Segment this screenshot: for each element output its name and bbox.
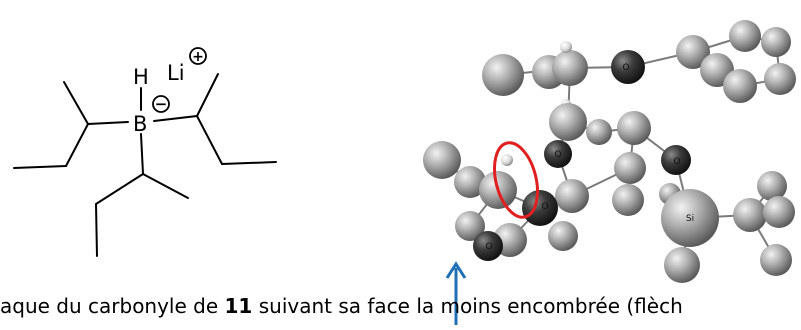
charge-plus-label: + xyxy=(192,49,204,65)
carbon-atom xyxy=(555,179,589,213)
oxygen-label: O xyxy=(485,242,492,252)
caption-text-before: aque du carbonyle de xyxy=(0,294,225,318)
carbon-atom xyxy=(733,198,767,232)
bond xyxy=(95,173,144,205)
model-atoms xyxy=(423,20,796,283)
oxygen-atom xyxy=(522,190,558,226)
carbon-atom xyxy=(764,63,796,95)
hydrogen-atom xyxy=(560,41,572,53)
atom-h-label: H xyxy=(133,65,149,89)
carbon-atom xyxy=(757,171,787,201)
carbon-atom xyxy=(552,50,588,86)
carbon-atom xyxy=(614,152,646,184)
negative-charge-icon xyxy=(152,95,170,113)
carbon-atom xyxy=(423,141,461,179)
bond xyxy=(95,203,98,257)
positive-charge-icon xyxy=(189,47,207,65)
highlight-ellipse xyxy=(493,141,539,219)
bond xyxy=(196,73,219,117)
carbon-atom xyxy=(729,20,761,52)
silicon-atom xyxy=(661,189,719,247)
carbon-atom xyxy=(676,35,710,69)
skeletal-structure xyxy=(13,73,277,257)
carbon-atom xyxy=(612,184,644,216)
charge-minus-label: − xyxy=(155,95,168,113)
oxygen-label: O xyxy=(622,63,629,73)
oxygen-label: O xyxy=(541,202,548,212)
bond xyxy=(65,123,89,167)
carbon-atom xyxy=(548,221,578,251)
molecular-model: O O O O O Si xyxy=(423,20,796,283)
carbon-atom xyxy=(586,119,612,145)
hydrogen-atom xyxy=(501,154,513,166)
bond xyxy=(140,133,144,175)
bond xyxy=(153,115,198,122)
carbon-atom xyxy=(455,211,485,241)
carbon-atom xyxy=(454,166,486,198)
bond xyxy=(142,173,189,199)
oxygen-atom xyxy=(611,50,645,84)
compound-number: 11 xyxy=(224,294,253,318)
bond xyxy=(196,115,223,165)
carbon-atom xyxy=(482,54,524,96)
bond xyxy=(13,165,67,169)
model-labels: O O O O O Si xyxy=(485,63,694,252)
carbon-atom xyxy=(617,111,651,145)
oxygen-atom xyxy=(661,145,691,175)
attack-arrow xyxy=(445,261,467,325)
silicon-label: Si xyxy=(686,214,694,224)
carbon-atom xyxy=(761,27,791,57)
carbon-atom xyxy=(723,69,757,103)
bond xyxy=(63,81,89,125)
bond xyxy=(221,161,277,165)
carbon-atom xyxy=(763,196,795,228)
oxygen-label: O xyxy=(673,157,680,167)
figure-caption: aque du carbonyle de 11 suivant sa face … xyxy=(0,291,801,321)
bond xyxy=(87,121,129,125)
oxygen-atom xyxy=(544,140,572,168)
structure-labels: H B Li + − xyxy=(133,47,207,136)
carbon-atom xyxy=(760,244,792,276)
caption-text-after: suivant sa face la moins encombrée (flèc… xyxy=(252,294,683,318)
carbon-atom xyxy=(664,247,700,283)
atom-b-label: B xyxy=(133,112,147,136)
oxygen-atom xyxy=(473,231,503,261)
carbon-atom xyxy=(549,103,587,141)
oxygen-label: O xyxy=(554,150,561,160)
counter-ion-label: Li xyxy=(167,61,185,85)
